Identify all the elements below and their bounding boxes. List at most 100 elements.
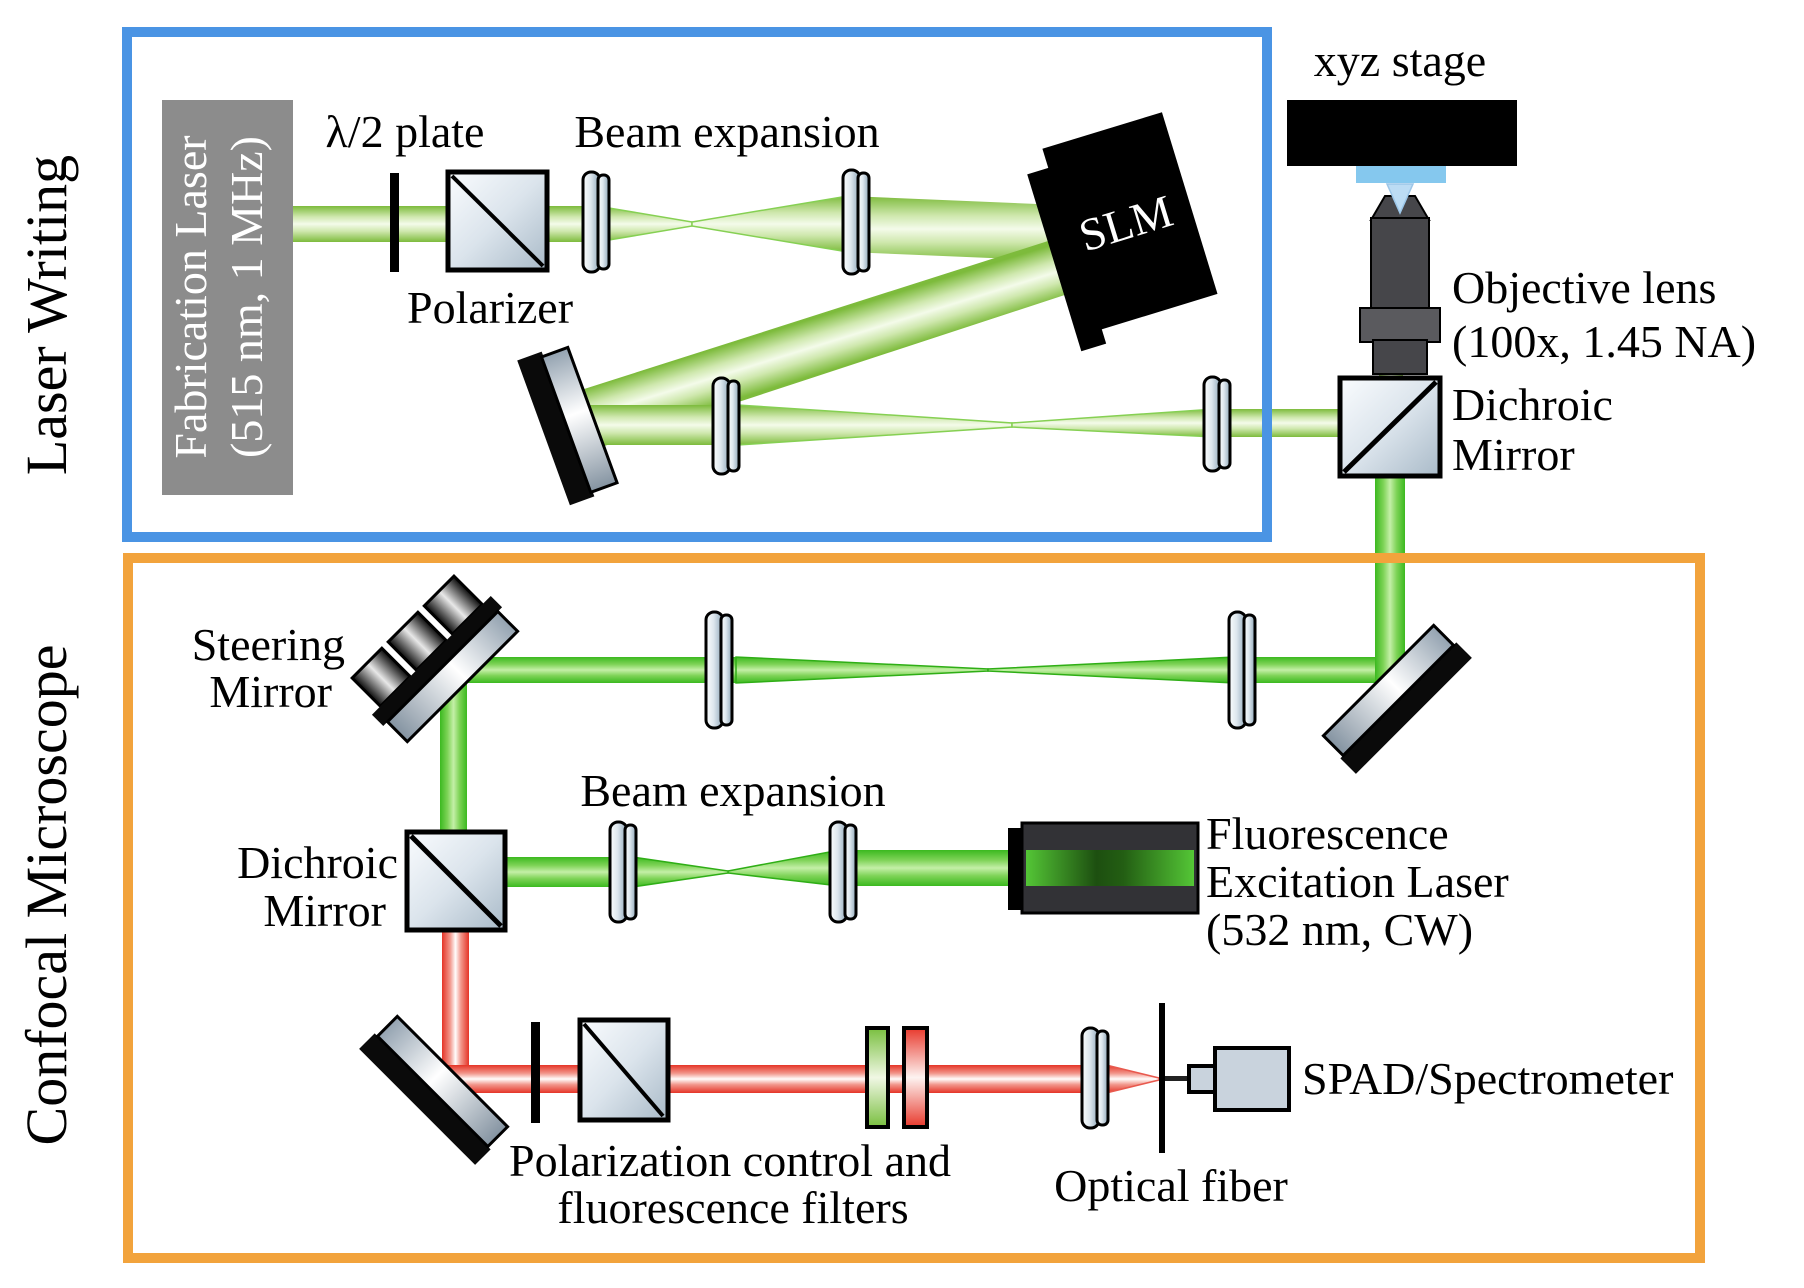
xyz-stage-label: xyz stage: [1314, 35, 1486, 86]
objective-body: [1370, 217, 1430, 311]
objective-lens: [1359, 183, 1441, 375]
dichroic-writing-diagonal: [1342, 380, 1438, 474]
lens-confocal-4: [828, 820, 858, 924]
spad-connector: [1187, 1064, 1217, 1094]
excitation-laser-label-2: Excitation Laser: [1206, 856, 1509, 907]
fabrication-laser-label-2: (515 nm, 1 MHz): [221, 136, 272, 458]
sample: [1356, 166, 1446, 183]
beam-slm-to-mirror: [556, 234, 1086, 452]
steering-mirror: [350, 574, 520, 744]
beam-steering-right-1: [448, 657, 736, 683]
polarizer-cube-red-path: [577, 1017, 671, 1123]
filters-label-1: Polarization control and: [509, 1135, 951, 1186]
beam-to-slm: [848, 196, 1085, 262]
excitation-beam-path: [440, 470, 1418, 888]
lens-confocal-1: [704, 610, 734, 730]
lens-writing-3: [711, 376, 741, 476]
mirror-face: [375, 1014, 510, 1149]
beam-lens-to-dichroic: [500, 857, 618, 887]
beam-cone-converging-2: [735, 656, 989, 684]
polarizer-cube-diagonal: [450, 174, 545, 268]
objective-barrel: [1372, 339, 1428, 375]
section-label-confocal: Confocal Microscope: [14, 645, 79, 1146]
spad-label: SPAD/Spectrometer: [1302, 1053, 1673, 1104]
fluorescence-filter-red: [902, 1026, 929, 1129]
dichroic-mirror-confocal: [404, 829, 508, 933]
spad-spectrometer: [1187, 1046, 1291, 1112]
beam-cone-converging-1: [596, 205, 693, 243]
beam-cone-diverging-2: [987, 656, 1235, 684]
polarizer-label: Polarizer: [407, 282, 573, 333]
dichroic-confocal-diagonal: [409, 834, 503, 928]
beam-cone-diverging-1: [691, 195, 849, 253]
beam-mirror-to-lens: [448, 1065, 1100, 1093]
steering-knob-1: [422, 574, 485, 637]
fold-mirror-red: [359, 1014, 510, 1165]
lens-writing-1: [581, 170, 611, 274]
optical-fiber: [1159, 1003, 1189, 1153]
lens-writing-4: [1202, 375, 1232, 473]
beam-cone-to-fiber: [1105, 1064, 1160, 1094]
lens-confocal-3: [608, 820, 638, 924]
fabrication-laser-label-1: Fabrication Laser: [165, 135, 216, 458]
beam-cone-diverging: [727, 849, 841, 887]
fluorescence-filter-green: [865, 1026, 890, 1129]
stage-bar: [1287, 100, 1517, 166]
half-wave-plate: [390, 173, 399, 272]
lens-writing-2: [841, 168, 871, 276]
beam-cone-converging: [631, 856, 729, 888]
excitation-laser-label-3: (532 nm, CW): [1206, 904, 1473, 955]
mirror-backing: [1340, 642, 1472, 774]
spad-body: [1213, 1046, 1291, 1112]
objective-label-1: Objective lens: [1452, 262, 1716, 313]
mirror-backing: [359, 1033, 491, 1165]
excitation-laser-label-1: Fluorescence: [1206, 808, 1449, 859]
lens-red-path: [1080, 1026, 1110, 1130]
dichroic-confocal-label-2: Mirror: [263, 885, 386, 936]
fold-mirror-writing: [517, 345, 619, 506]
mirror-backing: [517, 351, 595, 506]
fiber-plate: [1159, 1003, 1165, 1153]
fold-mirror-confocal-top: [1321, 623, 1472, 774]
focus-cone: [1385, 183, 1415, 215]
filters-label-2: fluorescence filters: [557, 1182, 908, 1233]
laser-writing-box: [122, 27, 1272, 542]
laser-cavity: [1026, 850, 1194, 886]
section-label-laser-writing: Laser Writing: [14, 155, 79, 475]
beam-laser-to-lens: [850, 850, 1010, 886]
lens-confocal-2: [1227, 610, 1257, 730]
polarizer-red-diagonal: [582, 1022, 665, 1118]
dichroic-confocal-label-1: Dichroic: [237, 837, 398, 888]
slm-step: [1027, 166, 1107, 352]
beam-cone-converging-2: [737, 404, 1013, 446]
laser-aperture: [1008, 828, 1024, 910]
steering-mirror-label-1: Steering: [192, 619, 345, 670]
dichroic-writing-label-2: Mirror: [1452, 429, 1575, 480]
fiber-stub: [1165, 1076, 1189, 1081]
fabrication-laser: Fabrication Laser (515 nm, 1 MHz): [162, 100, 293, 495]
mirror-face: [1321, 623, 1456, 758]
dichroic-writing-label-1: Dichroic: [1452, 379, 1613, 430]
excitation-laser: [1008, 821, 1200, 915]
steering-face: [385, 609, 520, 744]
beam-expansion-confocal-label: Beam expansion: [580, 765, 885, 816]
fabrication-laser-body: [162, 100, 293, 495]
steering-knob-2: [386, 610, 449, 673]
half-wave-plate-label: λ/2 plate: [326, 106, 485, 157]
slm-body: [1042, 112, 1218, 331]
beam-expansion-writing-label: Beam expansion: [574, 106, 879, 157]
objective-label-2: (100x, 1.45 NA): [1452, 316, 1756, 367]
optical-fiber-label: Optical fiber: [1054, 1160, 1288, 1211]
beam-lens-to-dichroic: [1222, 409, 1344, 437]
beam-cone-diverging-2: [1011, 408, 1216, 438]
steering-knob-3: [350, 646, 413, 709]
beam-laser-to-polarizer: [293, 206, 460, 242]
fluorescence-beam-path: [442, 926, 1160, 1094]
xyz-stage: [1287, 100, 1517, 183]
waveplate-red-path: [531, 1022, 540, 1123]
steering-mirror-label-2: Mirror: [209, 666, 332, 717]
dichroic-mirror-writing: [1337, 375, 1443, 479]
confocal-microscope-box: [123, 553, 1705, 1263]
